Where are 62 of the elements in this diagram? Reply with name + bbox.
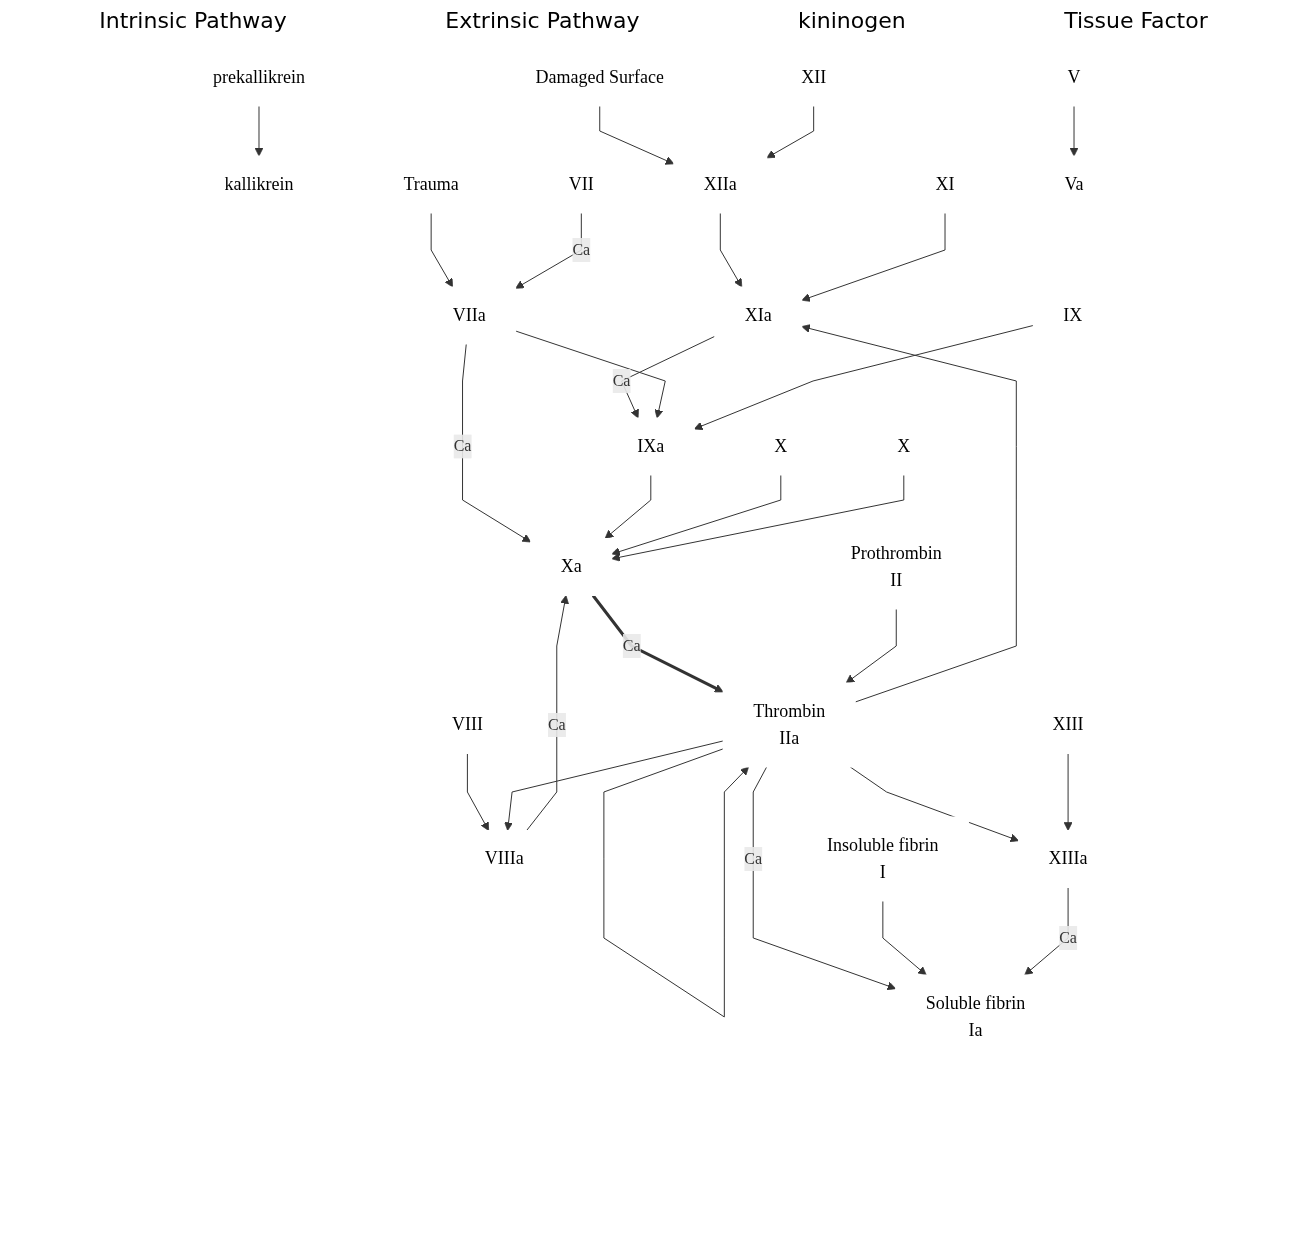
node-text: XIII <box>1052 714 1084 735</box>
node-text: Damaged Surface <box>535 67 664 87</box>
node-text: prekallikrein <box>212 67 305 87</box>
arrow <box>882 900 927 976</box>
node-text: VIIIa <box>484 848 524 869</box>
node-text: Va <box>1064 174 1084 194</box>
edge-label: Ca <box>1058 928 1077 946</box>
arrow <box>466 753 489 831</box>
note-text: kininogen <box>797 8 906 33</box>
arrow <box>1063 753 1073 831</box>
edge-label: Ca <box>622 636 641 654</box>
edge-label: Ca <box>744 849 762 867</box>
arrow <box>801 212 946 302</box>
note-text: Tissue Factor <box>1064 8 1208 33</box>
note-text: Intrinsic Pathway <box>99 8 287 33</box>
arrow <box>611 474 904 562</box>
arrow <box>503 740 724 831</box>
arrow <box>254 105 264 157</box>
node-text: Prothrombin II <box>850 542 942 590</box>
node-text: VII <box>568 174 594 194</box>
arrow <box>801 324 1017 703</box>
node-text: XIIIa <box>1048 848 1088 869</box>
node-text: VIII <box>451 714 483 735</box>
node-text: XI <box>935 174 955 194</box>
arrow <box>430 212 453 288</box>
node-text: Xa <box>560 556 582 577</box>
arrow <box>766 105 814 159</box>
arrow <box>514 212 582 289</box>
node-text: kallikrein <box>224 174 294 194</box>
edge-label: Ca <box>453 437 472 455</box>
node-text: Soluble fibrin Ia <box>925 992 1025 1040</box>
arrow <box>598 105 674 165</box>
arrow <box>1024 887 1069 976</box>
node-text: X <box>897 435 910 456</box>
edge-label: Ca <box>612 371 631 389</box>
node-text: VIIa <box>452 305 486 325</box>
node-text: V <box>1067 67 1081 87</box>
edge-label: Ca <box>547 715 566 733</box>
node-text: IX <box>1063 305 1082 325</box>
node-text: Thrombin IIa <box>752 700 825 748</box>
node-text: XIIa <box>703 174 737 194</box>
arrow <box>845 608 897 684</box>
node-text: X <box>774 435 787 456</box>
arrow <box>752 766 896 991</box>
node-text: Trauma <box>403 174 459 194</box>
arrow <box>611 474 781 556</box>
arrow <box>591 594 724 693</box>
note-text: Extrinsic Pathway <box>445 8 640 33</box>
arrow <box>525 595 569 831</box>
arrow <box>603 748 749 1018</box>
node-text: IXa <box>637 435 665 456</box>
edge-label: Ca <box>572 241 590 258</box>
arrow <box>693 324 1034 431</box>
arrow <box>849 766 1019 843</box>
arrow <box>461 343 531 543</box>
arrow <box>514 330 666 419</box>
arrow <box>604 474 651 539</box>
node-text: XII <box>800 67 826 87</box>
node-text: Insoluble fibrin I <box>826 834 939 882</box>
arrow <box>1069 105 1079 157</box>
node-text: XIa <box>744 305 772 325</box>
arrow <box>719 212 742 288</box>
